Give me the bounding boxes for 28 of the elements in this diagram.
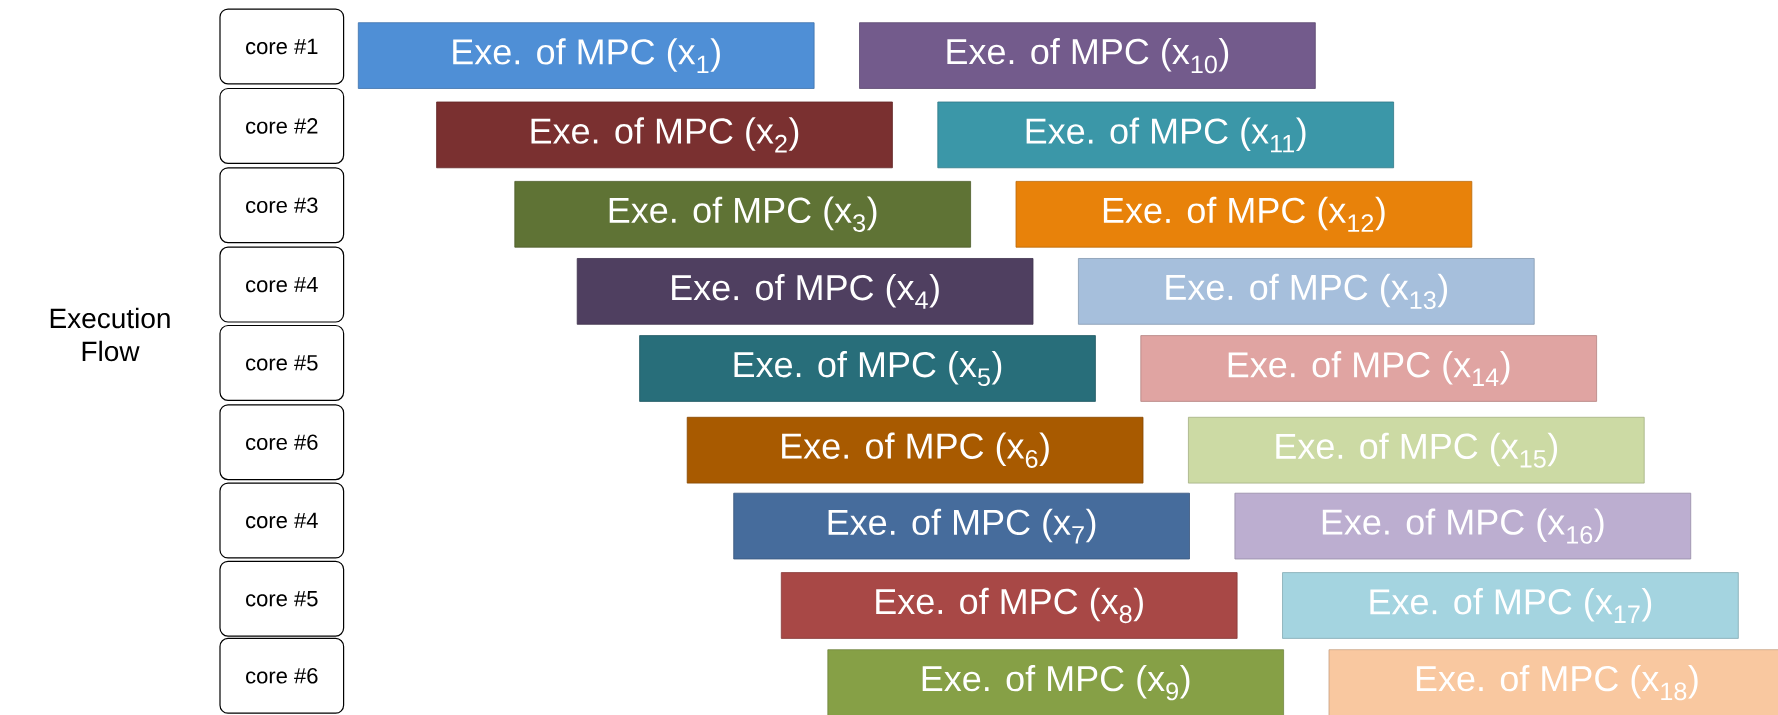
task-bar: Exe. of MPC (x$_{1}$) [357,22,815,89]
task-bar: Exe. of MPC (x$_{6}$) [686,416,1144,484]
task-bar: Exe. of MPC (x$_{17}$) [1282,572,1739,639]
core-box: core #6 [219,637,345,714]
task-bar: Exe. of MPC (x$_{12}$) [1015,181,1473,248]
task-bar: Exe. of MPC (x$_{15}$) [1188,416,1645,484]
core-box: core #4 [219,482,345,559]
task-bar: Exe. of MPC (x$_{7}$) [733,492,1190,560]
task-bar: Exe. of MPC (x$_{13}$) [1078,258,1535,325]
task-bar: Exe. of MPC (x$_{4}$) [576,258,1034,325]
task-bar: Exe. of MPC (x$_{11}$) [937,101,1394,169]
task-bar: Exe. of MPC (x$_{16}$) [1234,492,1692,560]
core-box: core #2 [219,87,345,164]
task-bar: Exe. of MPC (x$_{10}$) [859,22,1316,89]
task-bar: Exe. of MPC (x$_{8}$) [780,572,1238,639]
core-box: core #1 [219,8,345,85]
task-bar: Exe. of MPC (x$_{2}$) [436,101,893,169]
task-bar: Exe. of MPC (x$_{14}$) [1140,335,1597,402]
task-bar: Exe. of MPC (x$_{9}$) [827,649,1284,715]
core-box: core #4 [219,246,345,323]
core-box: core #5 [219,560,345,637]
axis-label: Execution Flow [50,307,170,362]
core-box: core #6 [219,404,345,481]
task-bar: Exe. of MPC (x$_{3}$) [514,181,971,248]
task-bar: Exe. of MPC (x$_{18}$) [1328,649,1778,715]
core-box: core #3 [219,167,345,244]
task-bar: Exe. of MPC (x$_{5}$) [639,335,1096,402]
core-box: core #5 [219,324,345,401]
